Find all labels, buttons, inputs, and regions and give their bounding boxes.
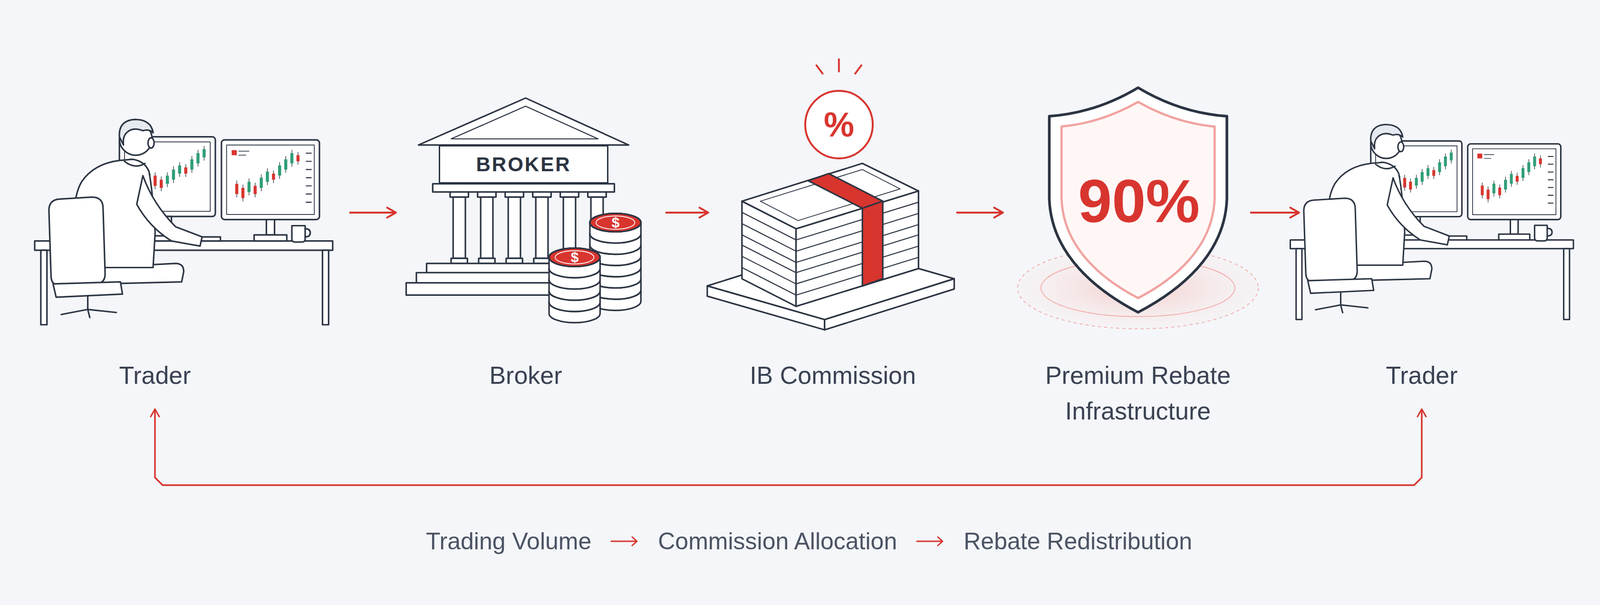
broker-building <box>477 192 497 198</box>
cash-stack <box>742 212 797 296</box>
coin-stack <box>549 248 600 267</box>
caption-step: Commission Allocation <box>610 526 897 556</box>
rebate-column: 90% Premium Rebate Infrastructure <box>1002 80 1251 435</box>
broker-building <box>451 106 598 139</box>
coin-stack <box>589 213 641 243</box>
trader-figure <box>34 119 333 325</box>
shield-outline <box>1061 102 1215 299</box>
broker-building <box>560 192 579 198</box>
broker-building <box>480 196 493 259</box>
coin-symbol: $ <box>570 250 579 265</box>
broker-building <box>450 192 469 198</box>
trader-figure <box>1290 124 1574 320</box>
cash-stack <box>796 202 919 295</box>
caption-text: Rebate Redistribution <box>963 526 1193 556</box>
illustration <box>34 59 1574 330</box>
node-label: Trader <box>118 357 191 394</box>
broker-building <box>432 183 615 192</box>
feedback-loop-arrow <box>154 408 1422 485</box>
caption-arrow <box>610 533 639 549</box>
flow-caption: Trading Volume Commission Allocation Rebat… <box>425 526 1193 556</box>
broker-building <box>532 192 552 198</box>
badge-rays <box>816 59 862 74</box>
broker-building <box>587 192 607 198</box>
cash-stack <box>808 173 883 209</box>
percent-badge: % <box>804 89 874 160</box>
caption-text: Commission Allocation <box>657 526 897 556</box>
flow-arrow <box>1250 211 1300 214</box>
cash-stack <box>862 201 883 286</box>
cash-stack <box>707 163 955 330</box>
trader-station: Trader <box>38 80 350 409</box>
broker-building <box>535 196 549 259</box>
coin-stack <box>549 248 600 323</box>
coin-stack <box>549 248 600 278</box>
broker-sign: BROKER <box>438 144 609 184</box>
caption-step: Trading Volume <box>425 526 592 556</box>
broker-building <box>406 97 642 295</box>
percentage-value: 90% <box>1078 170 1200 232</box>
badge-symbol: % <box>823 107 855 142</box>
coin-symbol-holder: $ <box>570 250 579 265</box>
node-label: Premium Rebate Infrastructure <box>1033 357 1243 429</box>
broker-column: BROKER Broker <box>395 80 666 409</box>
rebate-shield: 90% <box>1046 85 1233 317</box>
commission-column: % IB Commission <box>708 80 957 409</box>
caption-text: Trading Volume <box>425 526 592 556</box>
broker-building <box>505 192 524 198</box>
connector-layer <box>154 212 1422 485</box>
flow-arrow <box>956 211 1003 214</box>
shield-outline <box>1049 87 1227 313</box>
caption-arrow <box>611 536 637 546</box>
caption-arrow <box>915 533 945 549</box>
caption-step: Rebate Redistribution <box>915 526 1193 556</box>
trader-station: Trader <box>1299 80 1583 409</box>
broker-building <box>418 97 629 145</box>
sign-text: BROKER <box>475 154 571 175</box>
node-label: IB Commission <box>749 357 916 394</box>
node-label: Trader <box>1385 357 1458 394</box>
caption-arrow <box>916 536 943 546</box>
broker-building <box>453 196 466 259</box>
broker-building <box>508 196 521 259</box>
flow-arrow <box>665 211 709 214</box>
coin-symbol-holder: $ <box>611 215 620 230</box>
coin-stack <box>589 213 641 232</box>
node-label: Broker <box>489 357 562 394</box>
flow-arrow <box>349 211 396 214</box>
coin-symbol: $ <box>611 215 620 230</box>
cash-stack <box>742 163 919 229</box>
